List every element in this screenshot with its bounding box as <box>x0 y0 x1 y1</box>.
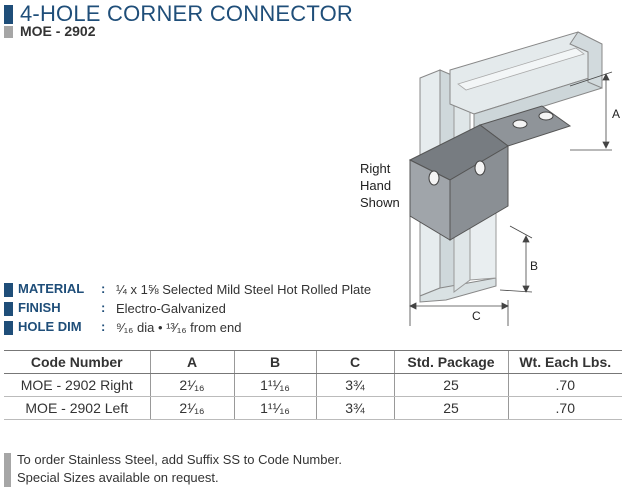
note-stainless: To order Stainless Steel, add Suffix SS … <box>17 452 342 467</box>
table-row: MOE - 2902 Right 2¹⁄₁₆ 1¹¹⁄₁₆ 3¾ 25 .70 <box>4 373 622 397</box>
dim-c-label: C <box>472 309 481 323</box>
title-marker <box>4 5 13 24</box>
specification-table: Code Number A B C Std. Package Wt. Each … <box>4 350 622 420</box>
column-header-a: A <box>149 350 234 374</box>
notes-marker <box>4 453 11 487</box>
spec-marker <box>4 283 13 297</box>
cell-b: 1¹¹⁄₁₆ <box>233 373 316 397</box>
cell-code: MOE - 2902 Right <box>4 373 150 397</box>
page-title: 4-HOLE CORNER CONNECTOR <box>20 1 354 26</box>
spec-colon: : <box>101 319 106 334</box>
spec-colon: : <box>101 281 106 296</box>
orientation-label-line: Hand <box>360 178 392 193</box>
cell-package: 25 <box>393 396 508 420</box>
spec-colon: : <box>101 300 106 315</box>
cell-c: 3¾ <box>315 373 394 397</box>
spec-value: ¼ x 1⅝ Selected Mild Steel Hot Rolled Pl… <box>116 282 372 297</box>
product-code: MOE - 2902 <box>20 23 96 39</box>
cell-weight: .70 <box>507 396 622 420</box>
connector-drawing: A B C <box>408 31 620 326</box>
dim-a-label: A <box>612 107 620 121</box>
note-special-sizes: Special Sizes available on request. <box>17 470 219 485</box>
spec-marker <box>4 321 13 335</box>
spec-value: ⁹⁄₁₆ dia • ¹³⁄₁₆ from end <box>116 320 242 335</box>
cell-package: 25 <box>393 373 508 397</box>
spec-marker <box>4 302 13 316</box>
orientation-label: Right Hand Shown <box>360 160 400 211</box>
orientation-label-line: Right <box>360 161 391 176</box>
cell-b: 1¹¹⁄₁₆ <box>233 396 316 420</box>
spec-label: FINISH <box>18 300 61 315</box>
cell-c: 3¾ <box>315 396 394 420</box>
spec-label: HOLE DIM <box>18 319 82 334</box>
dimension-lines <box>409 71 613 326</box>
subtitle-marker <box>4 26 13 38</box>
column-header-code: Code Number <box>4 350 150 374</box>
orientation-label-line: Shown <box>360 195 400 210</box>
spec-label: MATERIAL <box>18 281 85 296</box>
corner-plate <box>408 105 572 241</box>
table-row: MOE - 2902 Left 2¹⁄₁₆ 1¹¹⁄₁₆ 3¾ 25 .70 <box>4 396 622 420</box>
column-header-weight: Wt. Each Lbs. <box>507 350 622 374</box>
cell-code: MOE - 2902 Left <box>4 396 150 420</box>
spec-value: Electro-Galvanized <box>116 301 226 316</box>
cell-a: 2¹⁄₁₆ <box>149 373 234 397</box>
cell-weight: .70 <box>507 373 622 397</box>
table-header-row: Code Number A B C Std. Package Wt. Each … <box>4 350 622 374</box>
horizontal-channel <box>449 31 603 129</box>
column-header-package: Std. Package <box>393 350 508 374</box>
cell-a: 2¹⁄₁₆ <box>149 396 234 420</box>
column-header-b: B <box>233 350 316 374</box>
column-header-c: C <box>315 350 394 374</box>
dim-b-label: B <box>530 259 538 273</box>
